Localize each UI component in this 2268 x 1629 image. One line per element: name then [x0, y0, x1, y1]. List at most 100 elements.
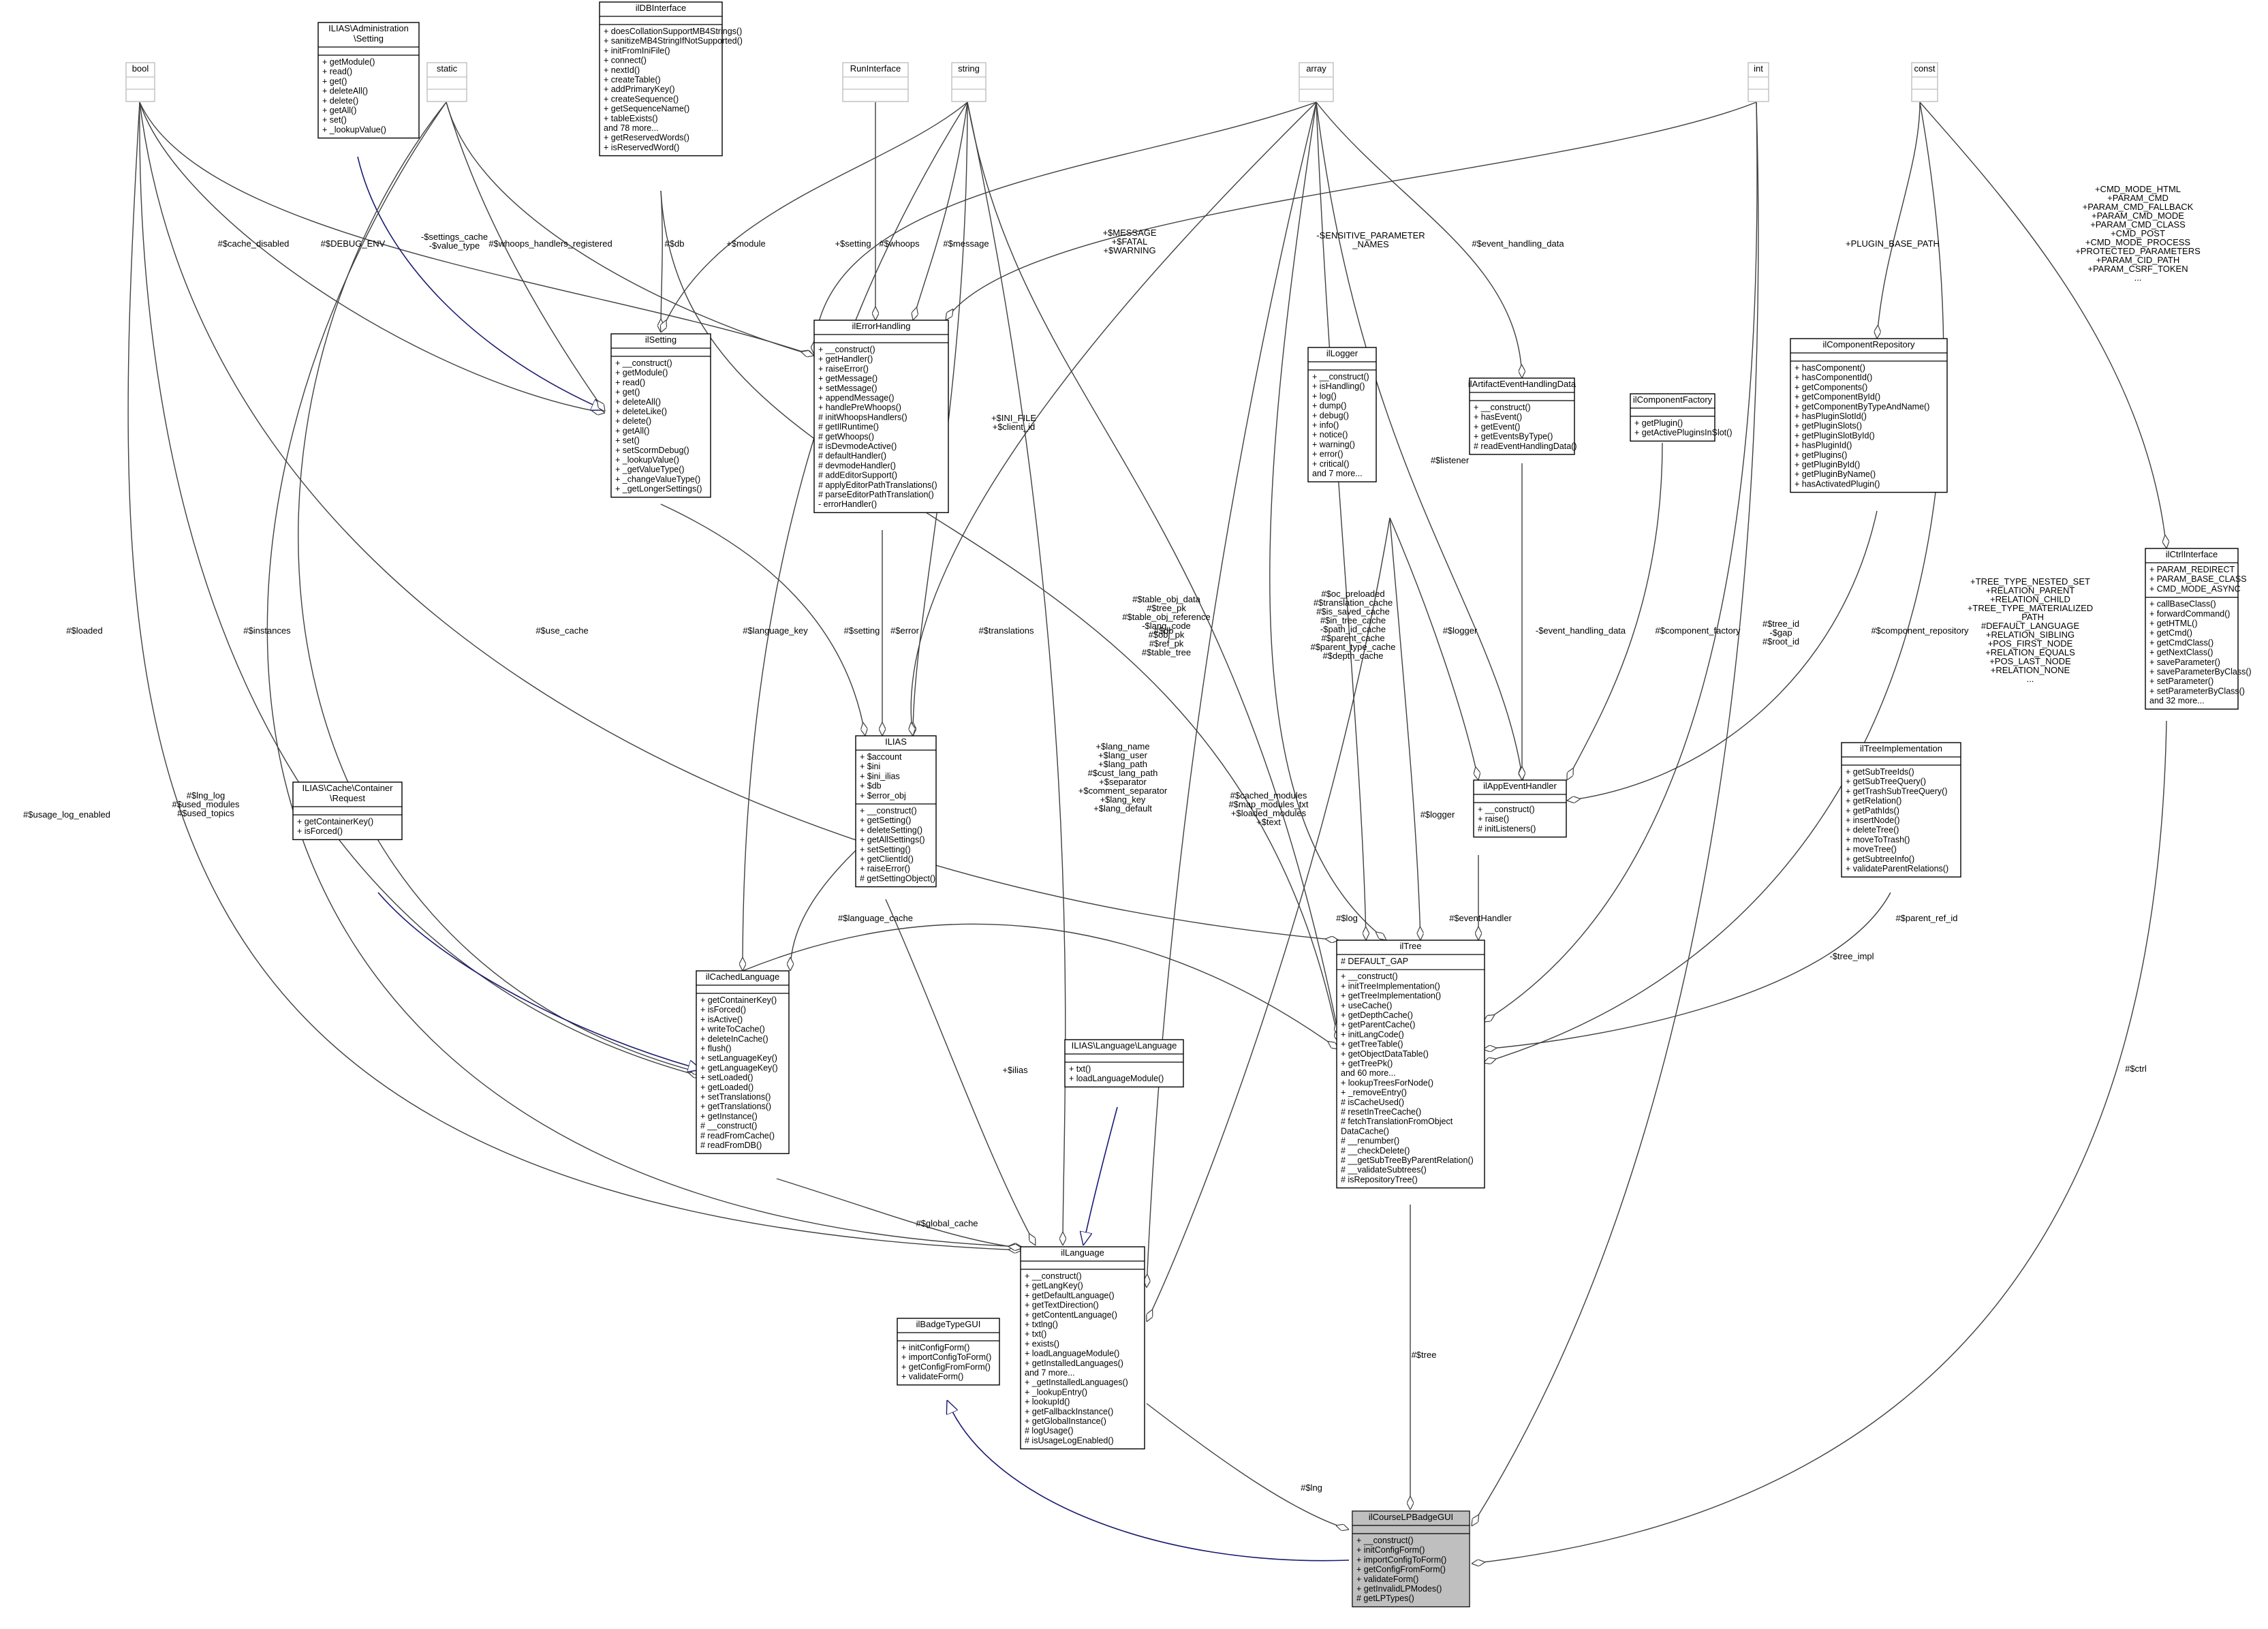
class-method: + createTable() — [604, 75, 661, 84]
class-title: ilArtifactEventHandlingData — [1468, 379, 1576, 389]
class-illanguage[interactable]: ilLanguage+ __construct()+ getLangKey()+… — [1020, 1246, 1145, 1450]
class-langiface[interactable]: ILIAS\Language\Language+ txt()+ loadLang… — [1064, 1039, 1184, 1088]
edge-label-tree-impl: -$tree_impl — [1829, 951, 1874, 961]
class-method: # getSettingObject() — [860, 873, 935, 883]
class-static[interactable]: static — [426, 62, 467, 102]
class-array[interactable]: array — [1299, 62, 1334, 102]
class-method: # __validateSubtrees() — [1341, 1165, 1427, 1175]
class-method: + getAll() — [322, 106, 356, 115]
class-box-const — [1911, 62, 1938, 102]
class-box-iltree — [1336, 940, 1485, 1189]
class-method: + getTextDirection() — [1025, 1301, 1099, 1310]
edge-label-cached-modules: #$cached_modules#$map_modules_txt+$loade… — [1228, 790, 1308, 827]
edge-string-ilerrorhandling — [913, 102, 968, 320]
class-method: + raiseError() — [860, 864, 910, 873]
class-title: string — [958, 63, 980, 74]
edge-label-whoops-reg: #$whoops_handlers_registered — [488, 238, 612, 249]
class-title: ilComponentRepository — [1822, 339, 1915, 350]
class-title: ilLanguage — [1061, 1247, 1104, 1258]
edge-bool-cachedlang — [139, 102, 702, 1076]
edge-label-usage-log: #$usage_log_enabled — [23, 809, 110, 820]
class-method: + getDefaultLanguage() — [1025, 1290, 1115, 1300]
class-method: # __construct() — [700, 1121, 757, 1131]
edge-dbi-iltree — [660, 190, 1339, 1042]
class-ildbinterface[interactable]: ilDBInterface+ doesCollationSupportMB4St… — [599, 1, 743, 157]
class-ilartifact[interactable]: ilArtifactEventHandlingData + __construct… — [1468, 377, 1577, 455]
class-ilappevent[interactable]: ilAppEventHandler+ __construct()+ raise(… — [1473, 779, 1567, 838]
class-runinterface[interactable]: RunInterface — [842, 62, 909, 102]
class-method: + getComponentById() — [1795, 392, 1880, 402]
class-request[interactable]: ILIAS\Cache\Container\Request+ getContai… — [292, 781, 403, 841]
class-ilerrorhandling[interactable]: ilErrorHandling+ __construct()+ getHandl… — [813, 320, 949, 514]
class-ilbadgetype[interactable]: ilBadgeTypeGUI+ initConfigForm()+ import… — [897, 1318, 1000, 1386]
class-box-request — [292, 781, 403, 841]
class-method: + createSequence() — [604, 94, 679, 104]
class-method: + raiseError() — [818, 364, 869, 373]
class-method: and 32 more... — [2149, 696, 2205, 706]
class-ilias[interactable]: ILIAS+ $account+ $ini+ $ini_ilias+ $db+ … — [855, 735, 937, 888]
class-method: + deleteSetting() — [860, 825, 922, 835]
class-iltree[interactable]: ilTree# DEFAULT_GAP+ __construct()+ init… — [1336, 940, 1485, 1189]
class-method: + getCmdClass() — [2149, 638, 2213, 647]
class-int[interactable]: int — [1747, 62, 1769, 102]
class-method: + getModule() — [322, 57, 375, 67]
class-method: + deleteLike() — [615, 407, 667, 416]
edge-label-settings-cache: -$settings_cache-$value_type — [421, 232, 488, 251]
class-method: + getPluginSlots() — [1795, 421, 1862, 431]
edge-label-use-cache: #$use_cache — [535, 625, 588, 636]
class-setting_iface[interactable]: ILIAS\Administration\Setting+ getModule(… — [317, 22, 420, 139]
class-ilctrlinterface[interactable]: ilCtrlInterface+ PARAM_REDIRECT+ PARAM_B… — [2145, 548, 2252, 710]
class-method: DataCache() — [1341, 1126, 1389, 1136]
class-const[interactable]: const — [1911, 62, 1938, 102]
edge-illogger-iltree — [1389, 517, 1420, 940]
class-method: + deleteInCache() — [700, 1034, 768, 1044]
class-method: + setParameterByClass() — [2149, 686, 2245, 696]
class-method: + getHTML() — [2149, 619, 2198, 628]
class-title: array — [1306, 63, 1326, 74]
class-method: + initLangCode() — [1341, 1029, 1404, 1039]
class-iltreeimpl[interactable]: ilTreeImplementation+ getSubTreeIds()+ g… — [1841, 742, 1961, 878]
class-method: + getLanguageKey() — [700, 1063, 778, 1072]
class-method: + getSubTreeQuery() — [1846, 777, 1926, 786]
class-method: # getLPTypes() — [1356, 1594, 1414, 1603]
class-title: ilDBInterface — [636, 3, 686, 13]
class-box-ilerrorhandling — [813, 320, 949, 514]
class-box-langiface — [1064, 1039, 1184, 1088]
class-method: + deleteAll() — [322, 87, 368, 96]
class-method: + getTreePk() — [1341, 1059, 1393, 1068]
class-method: + getPluginSlotById() — [1795, 431, 1875, 440]
edge-label-tree: #$tree — [1412, 1350, 1437, 1360]
class-method: + initTreeImplementation() — [1341, 981, 1440, 991]
class-method: + nextId() — [604, 65, 640, 75]
class-ilcachedlang[interactable]: ilCachedLanguage+ getContainerKey()+ isF… — [696, 970, 790, 1154]
class-illogger[interactable]: ilLogger+ __construct()+ isHandling()+ l… — [1307, 347, 1377, 482]
class-method: # resetInTreeCache() — [1341, 1107, 1421, 1117]
class-method: + _getInstalledLanguages() — [1025, 1378, 1128, 1387]
class-ilsetting[interactable]: ilSetting+ __construct()+ getModule()+ r… — [610, 333, 711, 498]
class-box-ilappevent — [1473, 779, 1567, 838]
class-ilcourselp[interactable]: ilCourseLPBadgeGUI+ __construct()+ initC… — [1352, 1510, 1470, 1608]
class-bool[interactable]: bool — [125, 62, 155, 102]
edge-label-lng: #$lng — [1301, 1483, 1322, 1493]
class-method: + getDepthCache() — [1341, 1010, 1413, 1020]
class-method: # readFromDB() — [700, 1141, 762, 1150]
edge-const-iltree — [1483, 102, 1944, 1063]
class-ilcompfactory[interactable]: ilComponentFactory+ getPlugin()+ getActi… — [1630, 393, 1732, 442]
edge-request-cachedlang — [377, 892, 702, 1070]
edge-label-setting2: #$setting — [844, 625, 880, 636]
edge-label-comp-factory: #$component_factory — [1655, 625, 1741, 636]
class-method: # logUsage() — [1025, 1426, 1074, 1436]
class-method: + getComponents() — [1795, 382, 1867, 392]
class-method: + flush() — [700, 1044, 732, 1053]
class-title: static — [437, 63, 458, 74]
class-method: + __construct() — [1474, 403, 1531, 412]
class-attribute: + $ini — [860, 762, 880, 771]
edge-badgetype-ilcourselp — [947, 1400, 1350, 1562]
class-ilcomprepo[interactable]: ilComponentRepository+ hasComponent()+ h… — [1790, 338, 1948, 493]
class-title: ILIAS\Cache\Container — [302, 783, 394, 793]
class-method: + initConfigForm() — [901, 1343, 969, 1352]
class-method: + getFallbackInstance() — [1025, 1407, 1113, 1416]
class-string[interactable]: string — [951, 62, 987, 102]
class-method: + read() — [615, 377, 645, 387]
class-method: + hasEvent() — [1474, 412, 1522, 422]
